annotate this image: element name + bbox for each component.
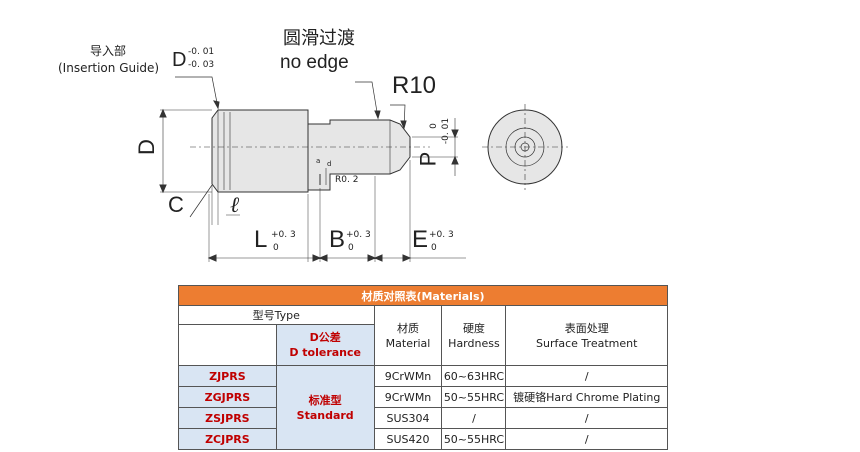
p-dimension-label: P	[415, 151, 441, 167]
d-small-label: d	[327, 160, 332, 168]
pin-drawing	[159, 76, 568, 262]
d-symbol: D	[172, 49, 187, 71]
header-type: 型号Type	[178, 305, 375, 325]
r02-label: R0. 2	[335, 175, 359, 185]
e-dimension-label: E	[412, 226, 429, 253]
round-label-cn: 圆滑过渡	[283, 28, 355, 49]
b-tol-lower: 0	[348, 243, 354, 253]
d-dimension-label: D	[133, 139, 159, 155]
pin-body-outline	[211, 109, 411, 193]
d-tol-upper: -0. 01	[188, 47, 215, 57]
l-tol-lower: 0	[273, 243, 279, 253]
l-length-label: ℓ	[230, 193, 240, 218]
header-blank	[178, 324, 277, 366]
table-title: 材质对照表(Materials)	[178, 285, 668, 306]
e-tol-lower: 0	[431, 243, 437, 253]
d-tol-lower: -0. 03	[188, 60, 215, 70]
table-row: ZCJPRS SUS420 50~55HRC /	[178, 428, 668, 450]
b-tol-upper: +0. 3	[346, 230, 371, 240]
p-tol-upper: 0	[428, 123, 439, 129]
table-row: ZSJPRS SUS304 / /	[178, 407, 668, 429]
l-tol-upper: +0. 3	[271, 230, 296, 240]
table-row: ZGJPRS 9CrWMn 50~55HRC 镀硬铬Hard Chrome Pl…	[178, 386, 668, 408]
r10-label: R10	[392, 72, 437, 99]
e-tol-upper: +0. 3	[429, 230, 454, 240]
a-label: a	[316, 157, 321, 165]
guide-label-en: (Insertion Guide)	[58, 61, 160, 75]
guide-label-cn: 导入部	[90, 44, 127, 58]
c-chamfer-label: C	[168, 192, 184, 217]
b-dimension-label: B	[329, 226, 346, 253]
l-dimension-label: L	[254, 226, 268, 253]
no-edge-label: no edge	[280, 52, 349, 73]
p-tol-lower: -0. 01	[441, 117, 452, 145]
